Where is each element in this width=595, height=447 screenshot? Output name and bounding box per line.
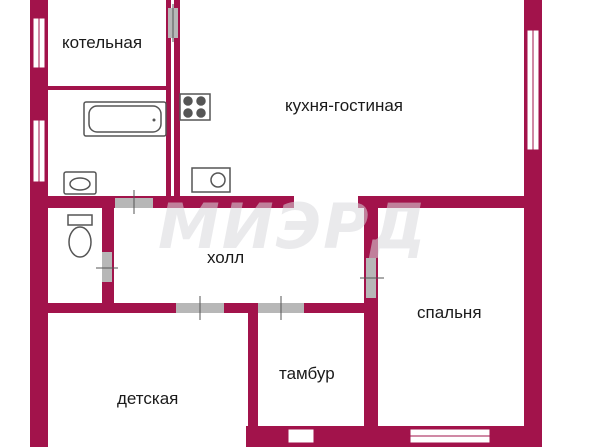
door-openings (96, 4, 384, 320)
room-label-kitchen-living: кухня-гостиная (285, 96, 403, 115)
peg (152, 118, 156, 122)
burner-1 (183, 96, 193, 106)
burner-4 (196, 108, 206, 118)
vestibule-left-wall (248, 313, 258, 426)
room-label-vestibule: тамбур (279, 364, 335, 383)
hall-top-wall-left (48, 196, 294, 208)
watermark: МИЭРД (158, 190, 428, 263)
room-label-nursery: детская (117, 389, 179, 408)
window-bottom-left (287, 428, 315, 444)
sink-bowl (69, 177, 91, 191)
burner-2 (196, 96, 206, 106)
window-openings (32, 17, 540, 444)
toilet-bowl (68, 226, 92, 258)
room-label-boiler: котельная (62, 33, 143, 52)
hall-top-wall-right (358, 196, 524, 208)
door-toilet (102, 252, 112, 282)
stove (179, 93, 211, 121)
fixtures (63, 93, 231, 258)
sink (63, 171, 97, 195)
kitchen-sink-bowl (210, 172, 226, 188)
boiler-bath-partition (48, 86, 170, 90)
left-exterior-wall (30, 0, 48, 447)
bathtub-inner (88, 105, 162, 133)
kitchen-sink (191, 167, 231, 193)
door-pegs (152, 118, 156, 122)
bath-kitchen-partition (174, 0, 180, 196)
toilet-tank (67, 214, 93, 226)
room-label-hall: холл (207, 248, 245, 267)
boiler-kitchen-partition (166, 0, 171, 196)
bathtub (83, 101, 167, 137)
burner-3 (183, 108, 193, 118)
room-label-bedroom: спальня (417, 303, 482, 322)
